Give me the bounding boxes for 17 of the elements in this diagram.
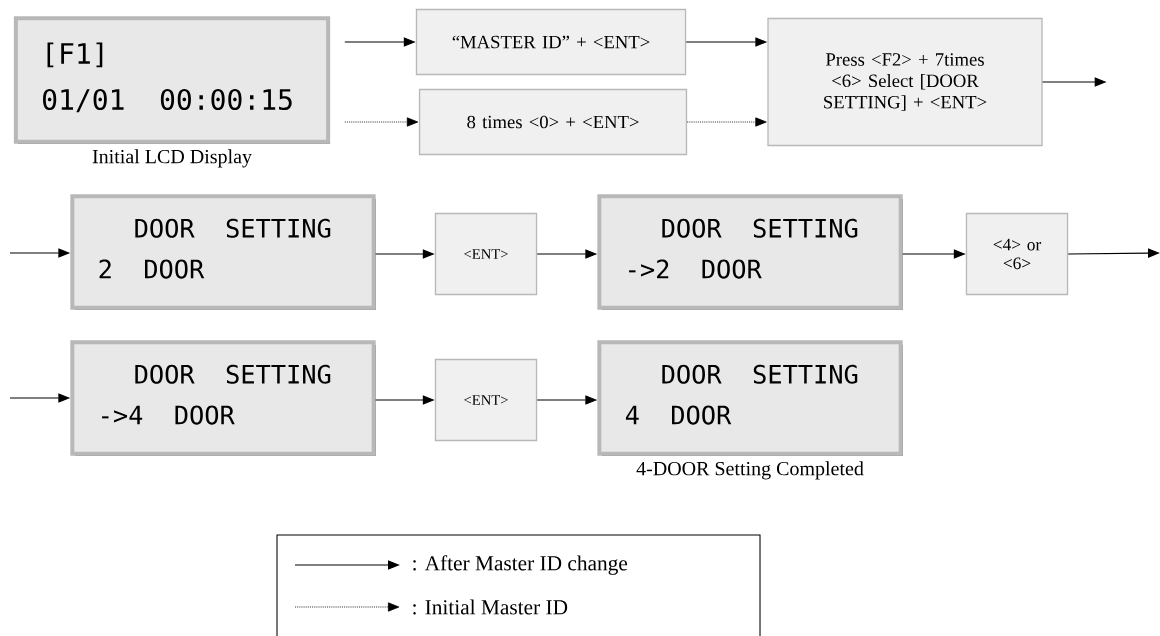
lcd-display: [F1] 01/01 00:00:15 bbox=[13, 16, 331, 144]
key-step-box: “MASTER ID” + <ENT> bbox=[415, 8, 687, 76]
node-label: 4-DOOR Setting Completed bbox=[636, 461, 864, 480]
key-step-box: <4> or <6> bbox=[965, 212, 1069, 296]
arrow bbox=[344, 117, 419, 127]
arrow bbox=[686, 117, 767, 127]
node-label: Initial LCD Display bbox=[92, 149, 252, 168]
key-step-box: <ENT> bbox=[434, 212, 538, 296]
lcd-display: DOOR SETTING ->2 DOOR bbox=[597, 194, 903, 310]
key-step-box: 8 times <0> + <ENT> bbox=[418, 88, 688, 156]
key-step-box: <ENT> bbox=[434, 358, 538, 442]
lcd-display: DOOR SETTING 2 DOOR bbox=[70, 194, 376, 310]
key-step-box: Press <F2> + 7times <6> Select [DOOR SETTING] + <ENT> bbox=[767, 17, 1043, 147]
lcd-display: DOOR SETTING 4 DOOR bbox=[597, 340, 903, 456]
lcd-display: DOOR SETTING ->4 DOOR bbox=[70, 340, 376, 456]
legend-text: : After Master ID change bbox=[413, 555, 628, 575]
legend-text: : Initial Master ID bbox=[413, 599, 568, 615]
